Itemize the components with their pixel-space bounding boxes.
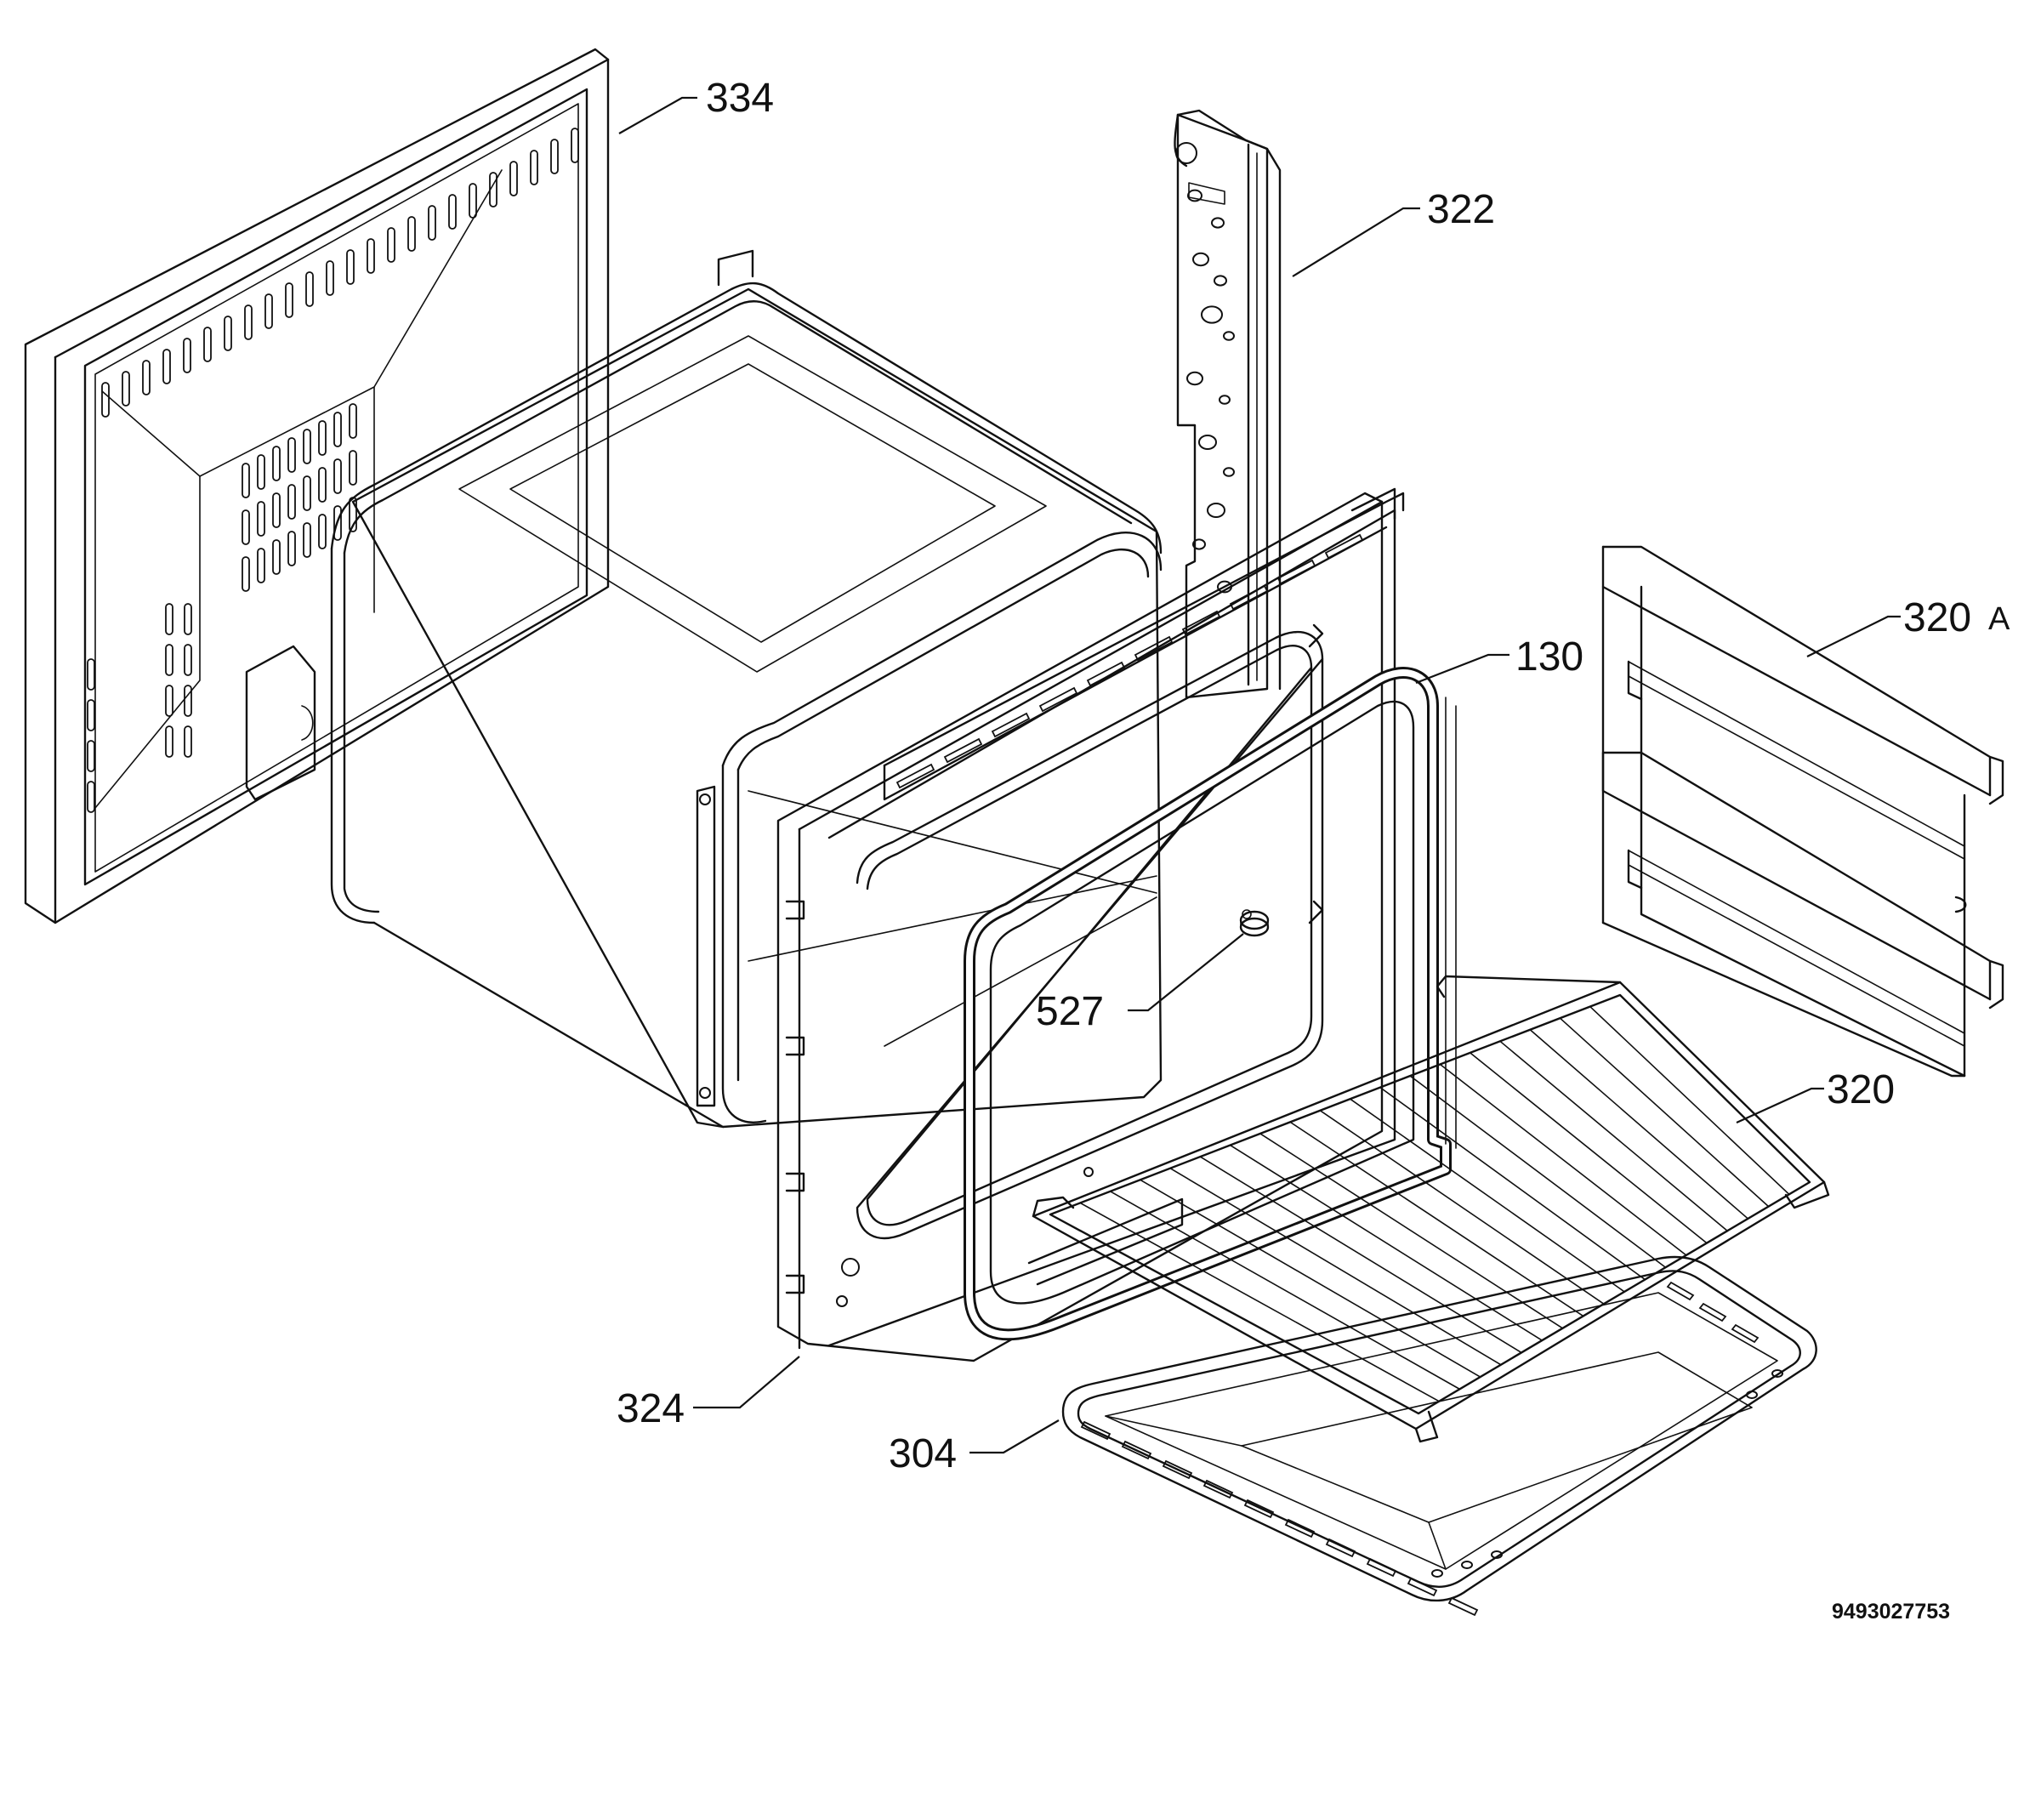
callout-334: 334	[706, 76, 774, 121]
side-rail-holes	[1186, 182, 1235, 594]
part-324-front-frame	[776, 487, 1405, 1362]
callout-320a: 320	[1903, 595, 1971, 640]
callout-320: 320	[1827, 1067, 1895, 1112]
wire-shelf-rods	[1079, 1005, 1790, 1402]
callout-322: 322	[1427, 187, 1495, 232]
callout-527: 527	[1036, 989, 1104, 1034]
callout-324: 324	[617, 1386, 685, 1431]
leader-lines	[618, 96, 1901, 1454]
part-320-wire-shelf	[1032, 975, 1830, 1443]
callout-304: 304	[889, 1431, 957, 1476]
callout-130: 130	[1515, 634, 1583, 680]
oven-cavity	[330, 249, 1163, 1129]
callout-320a-suffix: A	[1988, 601, 2010, 637]
part-527-lamp	[1239, 909, 1270, 937]
drawing-number: 9493027753	[1832, 1600, 1950, 1624]
part-320a-shelf-support	[1601, 545, 2004, 1078]
front-frame-vent-slots	[895, 533, 1364, 789]
baking-tray-slots	[1080, 1281, 1783, 1617]
part-304-baking-tray	[1061, 1255, 1817, 1617]
back-panel-vent-slots	[87, 128, 579, 813]
part-334-back-panel	[24, 48, 610, 924]
